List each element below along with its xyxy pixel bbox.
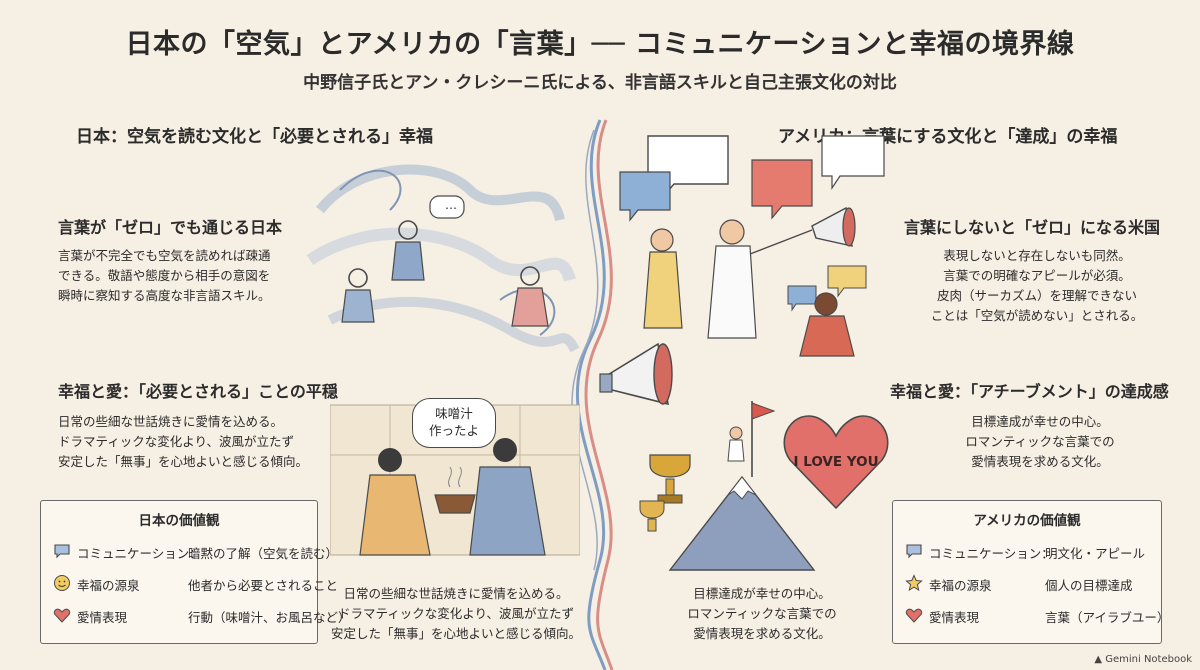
america-values-card: アメリカの価値観 コミュニケーション： 明文化・アピール 幸福の源泉 個人の目標… [892,500,1169,644]
america-values-row-love: 愛情表現 言葉（アイラブユー） [905,607,1169,625]
america-achieve-text: 目標達成が幸せの中心。 ロマンティックな言葉での 愛情表現を求める文化。 [965,414,1115,469]
speech-bubble-icon [906,544,922,559]
heart-icon [53,608,71,623]
america-caption: 目標達成が幸せの中心。 ロマンティックな言葉での 愛情表現を求める文化。 [687,586,837,641]
speech-bubbles-illustration [619,135,885,357]
air-swirl-illustration [306,164,580,353]
heart-illustration [783,415,889,510]
japan-zero-heading: 言葉が「ゼロ」でも通じる日本 [58,218,283,237]
page-title: 日本の「空気」とアメリカの「言葉」── コミュニケーションと幸福の境界線 [125,29,1075,60]
america-zero-heading: 言葉にしないと「ゼロ」になる米国 [904,218,1161,237]
smile-icon [54,575,70,591]
achievement-illustration [639,401,816,571]
footer-brand: ▲ Gemini Notebook [1094,654,1192,665]
america-values-row-happiness: 幸福の源泉 個人の目標達成 [905,574,1155,593]
heart-icon [905,608,923,623]
star-icon [905,574,923,592]
heart-text: I LOVE YOU [793,454,879,470]
notebook-logo-icon: ▲ [1094,654,1103,665]
america-values-title: アメリカの価値観 [973,513,1081,529]
america-zero-text: 表現しないと存在しないも同然。 言葉での明確なアピールが必須。 皮肉（サーカズム… [930,248,1144,323]
page-subtitle: 中野信子氏とアン・クレシーニ氏による、非言語スキルと自己主張文化の対比 [303,73,897,93]
japan-love-heading: 幸福と愛：「必要とされる」ことの平穏 [58,382,338,401]
japan-caption: 日常の些細な世話焼きに愛情を込める。 ドラマティックな変化より、波風が立たず 安… [330,586,581,641]
ellipsis-bubble-text: … [445,198,457,212]
japan-values-title: 日本の価値観 [138,513,220,529]
japan-values-card: 日本の価値観 コミュニケーション： 暗黙の了解（空気を読む） 幸福の源泉 他者か… [40,500,351,644]
america-values-row-communication: コミュニケーション： 明文化・アピール [905,543,1155,561]
japan-values-row-communication: コミュニケーション： 暗黙の了解（空気を読む） [53,543,338,561]
japan-values-row-happiness: 幸福の源泉 他者から必要とされること [53,575,338,593]
megaphone-icon [599,342,673,406]
speech-bubble-icon [54,544,70,559]
america-achieve-heading: 幸福と愛：「アチーブメント」の達成感 [890,382,1169,401]
japan-values-row-love: 愛情表現 行動（味噌汁、お風呂など） [53,607,351,625]
japan-love-text: 日常の些細な世話焼きに愛情を込める。 ドラマティックな変化より、波風が立たず 安… [58,414,309,469]
japan-zero-text: 言葉が不完全でも空気を読めれば疎通 できる。敬語や態度から相手の意図を 瞬時に察… [58,248,271,303]
japan-heading: 日本：空気を読む文化と「必要とされる」幸福 [76,127,433,147]
miso-speech-bubble: 味噌汁 作ったよ [412,398,496,448]
